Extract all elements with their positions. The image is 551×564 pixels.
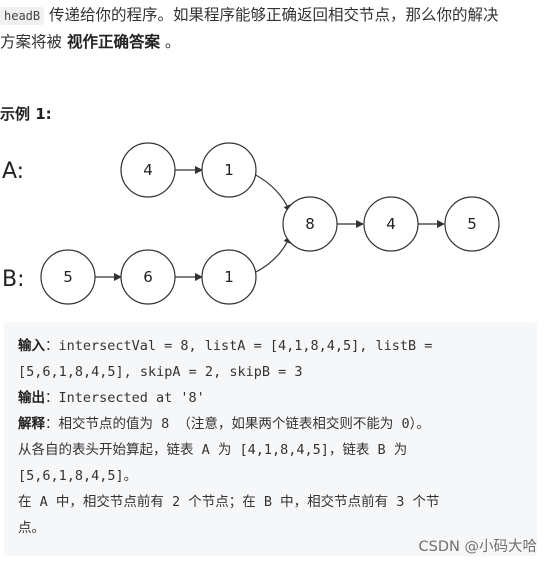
intro-paragraph: headB 传递给你的程序。如果程序能够正确返回相交节点，那么你的解决 方案将被…: [0, 2, 548, 55]
linked-list-diagram: A: B: 4 1 5 6 1 8 4 5: [2, 142, 500, 305]
input-label: 输入: [18, 338, 45, 354]
explain-row-3: [5,6,1,8,4,5]。: [18, 463, 523, 489]
input-line-2: [5,6,1,8,4,5], skipA = 2, skipB = 3: [18, 364, 303, 380]
node-b1: 5: [40, 249, 96, 305]
node-c3-value: 5: [467, 215, 477, 233]
explain-line-2: 从各自的表头开始算起，链表 A 为 [4,1,8,4,5]，链表 B 为: [18, 442, 408, 458]
arrow-b3-c1: [253, 235, 291, 274]
explain-line-5: 点。: [18, 520, 45, 536]
node-c2: 4: [363, 196, 419, 252]
node-c1: 8: [282, 196, 338, 252]
list-a-label: A:: [2, 159, 24, 184]
intro-bold-term: 视作正确答案: [66, 33, 160, 51]
explain-row: 解释：相交节点的值为 8 （注意，如果两个链表相交则不能为 0）。: [18, 411, 523, 437]
input-row: 输入：intersectVal = 8, listA = [4,1,8,4,5]…: [18, 333, 523, 359]
node-c3: 5: [444, 196, 500, 252]
inline-code-headb: headB: [0, 7, 45, 25]
intro-line-2-text: 方案将被: [0, 33, 67, 51]
intro-line-2-end: 。: [159, 33, 181, 51]
node-b2-value: 6: [143, 268, 153, 286]
node-a2-value: 1: [224, 161, 234, 179]
explain-label: 解释: [18, 416, 45, 432]
explain-line-4: 在 A 中，相交节点前有 2 个节点；在 B 中，相交节点前有 3 个节: [18, 494, 440, 510]
node-b3-value: 1: [224, 268, 234, 286]
node-b3: 1: [201, 249, 257, 305]
explain-row-4: 在 A 中，相交节点前有 2 个节点；在 B 中，相交节点前有 3 个节: [18, 489, 523, 515]
arrow-a2-c1: [253, 173, 291, 213]
node-a1: 4: [120, 142, 176, 198]
intro-line-2: 方案将被 视作正确答案 。: [0, 29, 548, 55]
example-title: 示例 1:: [0, 105, 52, 123]
node-a2: 1: [201, 142, 257, 198]
csdn-watermark: CSDN @小码大哈: [418, 539, 537, 555]
input-line-1: ：intersectVal = 8, listA = [4,1,8,4,5], …: [45, 338, 433, 354]
output-row: 输出：Intersected at '8': [18, 385, 523, 411]
explain-row-5: 点。: [18, 515, 523, 541]
example-code-block: 输入：intersectVal = 8, listA = [4,1,8,4,5]…: [4, 322, 537, 556]
node-c2-value: 4: [386, 215, 396, 233]
output-value: ：Intersected at '8': [45, 390, 205, 406]
explain-row-2: 从各自的表头开始算起，链表 A 为 [4,1,8,4,5]，链表 B 为: [18, 437, 523, 463]
input-row-2: [5,6,1,8,4,5], skipA = 2, skipB = 3: [18, 359, 523, 385]
output-label: 输出: [18, 390, 45, 406]
explain-line-1: ：相交节点的值为 8 （注意，如果两个链表相交则不能为 0）。: [45, 416, 430, 432]
node-b1-value: 5: [63, 268, 73, 286]
node-c1-value: 8: [305, 215, 315, 233]
intro-line-1-text: 传递给你的程序。如果程序能够正确返回相交节点，那么你的解决: [44, 6, 499, 24]
node-b2: 6: [120, 249, 176, 305]
node-a1-value: 4: [143, 161, 153, 179]
intro-line-1: headB 传递给你的程序。如果程序能够正确返回相交节点，那么你的解决: [0, 2, 548, 29]
list-b-label: B:: [2, 267, 25, 292]
explain-line-3: [5,6,1,8,4,5]。: [18, 468, 138, 484]
